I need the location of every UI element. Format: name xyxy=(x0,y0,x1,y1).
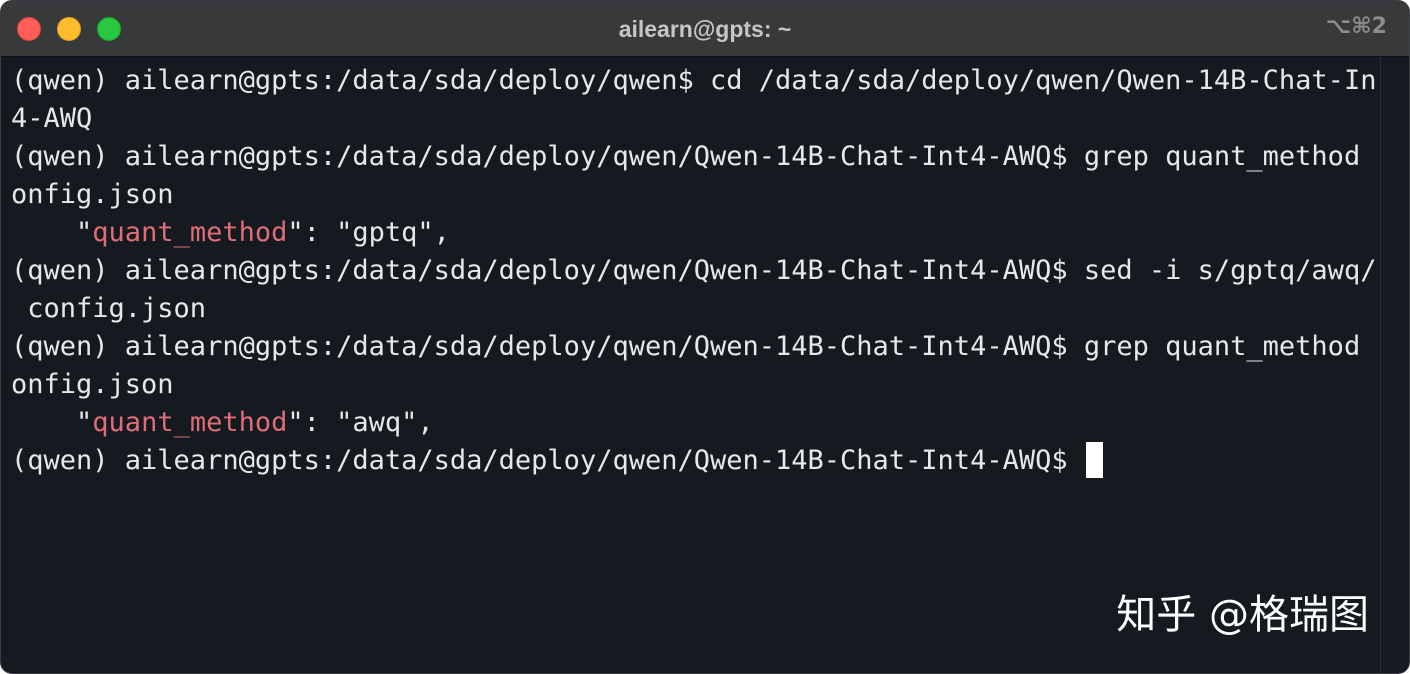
terminal-line: (qwen) ailearn@gpts:/data/sda/deploy/qwe… xyxy=(11,255,1376,286)
terminal-line: onfig.json xyxy=(11,369,174,400)
terminal-line-prompt: (qwen) ailearn@gpts:/data/sda/deploy/qwe… xyxy=(11,442,1376,480)
tab-shortcut: ⌥⌘2 xyxy=(1325,14,1387,39)
minimize-button[interactable] xyxy=(57,17,81,41)
maximize-button[interactable] xyxy=(97,17,121,41)
close-button[interactable] xyxy=(17,17,41,41)
json-open-quote: " xyxy=(76,217,93,248)
json-key: quant_method xyxy=(92,407,288,438)
json-open-quote: " xyxy=(76,407,93,438)
terminal-line: onfig.json xyxy=(11,179,174,210)
json-indent xyxy=(11,407,76,438)
terminal-line: (qwen) ailearn@gpts:/data/sda/deploy/qwe… xyxy=(11,65,1376,96)
title-bar[interactable]: ailearn@gpts: ~ ⌥⌘2 xyxy=(1,1,1409,57)
json-key: quant_method xyxy=(92,217,288,248)
terminal-line: (qwen) ailearn@gpts:/data/sda/deploy/qwe… xyxy=(11,141,1376,172)
terminal-line: "quant_method": "awq", xyxy=(11,404,1376,442)
text-cursor xyxy=(1085,442,1103,478)
terminal-line: (qwen) ailearn@gpts:/data/sda/deploy/qwe… xyxy=(11,331,1376,362)
terminal-output[interactable]: (qwen) ailearn@gpts:/data/sda/deploy/qwe… xyxy=(11,62,1376,480)
json-value: ": "awq", xyxy=(287,407,434,438)
watermark-text: 知乎 @格瑞图 xyxy=(1116,592,1369,638)
prompt-text: (qwen) ailearn@gpts:/data/sda/deploy/qwe… xyxy=(11,445,1084,476)
terminal-line: 4-AWQ xyxy=(11,103,93,134)
window-title: ailearn@gpts: ~ xyxy=(618,16,792,42)
json-value: ": "gptq", xyxy=(287,217,450,248)
json-indent xyxy=(11,217,76,248)
terminal-line: config.json xyxy=(11,293,207,324)
terminal-line: "quant_method": "gptq", xyxy=(11,214,1376,252)
scrollbar-track[interactable] xyxy=(1380,57,1409,673)
